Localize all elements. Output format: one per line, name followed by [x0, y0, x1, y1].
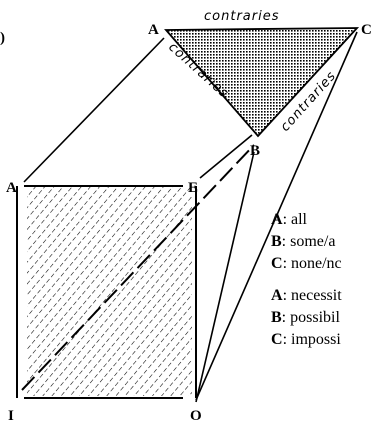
diagonal-i-b — [21, 144, 255, 391]
legend2-text-c: : impossi — [283, 331, 342, 348]
svg-text:C: none/nc: C: none/nc — [271, 255, 342, 272]
legend2-key-c: C — [271, 331, 283, 348]
square-corner-a: A — [6, 180, 17, 196]
connector-c-o — [195, 31, 358, 401]
square-corner-o: O — [190, 408, 202, 424]
figure-label: ) — [0, 30, 5, 46]
svg-text:A: necessit: A: necessit — [271, 287, 342, 304]
legend-group-1: A: all B: some/a C: none/nc — [271, 211, 342, 272]
triangle-vertex-a: A — [148, 22, 159, 38]
legend2-text-b: : possibil — [282, 309, 341, 326]
connector-b-o — [195, 151, 255, 403]
legend2-text-a: : necessit — [283, 287, 343, 304]
legend-group-2: A: necessit B: possibil C: impossi — [271, 287, 342, 348]
legend1-key-c: C — [271, 255, 283, 272]
contraries-triangle — [164, 27, 360, 138]
svg-text:A: all: A: all — [271, 211, 308, 228]
connector-b-e — [199, 134, 253, 179]
legend2-key-b: B — [271, 309, 282, 326]
legend1-key-a: A — [271, 211, 283, 228]
legend1-text-c: : none/nc — [283, 255, 342, 272]
triangle-vertex-c: C — [361, 22, 372, 38]
triangle-vertex-b: B — [250, 143, 260, 159]
edge-label-top: contraries — [204, 9, 279, 24]
connector-a-a — [23, 37, 165, 183]
svg-text:B: some/a: B: some/a — [271, 233, 335, 250]
square-corner-e: E — [188, 180, 198, 196]
legend1-text-b: : some/a — [282, 233, 336, 250]
legend2-key-a: A — [271, 287, 283, 304]
legend1-key-b: B — [271, 233, 282, 250]
opposition-square — [27, 186, 192, 396]
legend1-text-a: : all — [283, 211, 308, 228]
svg-text:B: possibil: B: possibil — [271, 309, 340, 326]
svg-text:C: impossi: C: impossi — [271, 331, 341, 348]
square-corner-i: I — [8, 408, 14, 424]
